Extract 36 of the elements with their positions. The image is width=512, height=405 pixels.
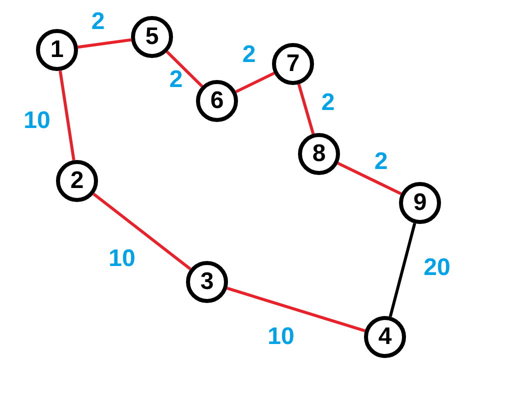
node-number: 9 xyxy=(413,191,427,215)
node-circle xyxy=(56,160,98,202)
edge-weight: 20 xyxy=(424,256,450,280)
edge-line xyxy=(226,286,366,332)
edge-weight: 10 xyxy=(24,109,50,133)
edge-line xyxy=(92,192,192,270)
node-circle xyxy=(131,16,173,58)
edge-weight: 2 xyxy=(374,150,388,174)
node-circle xyxy=(272,43,314,85)
edge-weight: 2 xyxy=(91,10,105,34)
node-number: 8 xyxy=(312,142,326,166)
node-number: 1 xyxy=(50,38,64,62)
node-number: 3 xyxy=(200,270,214,294)
edge-line xyxy=(58,70,76,160)
node-number: 6 xyxy=(210,89,224,113)
node-circle xyxy=(298,133,340,175)
node-circle xyxy=(186,261,228,303)
edge-line xyxy=(337,162,402,196)
edge-weight: 2 xyxy=(169,68,183,92)
edge-line xyxy=(297,84,315,134)
node-number: 7 xyxy=(286,52,300,76)
node-circle xyxy=(36,29,78,71)
node-number: 5 xyxy=(145,25,159,49)
edge-line xyxy=(78,38,132,49)
node-number: 2 xyxy=(70,169,84,193)
node-circle xyxy=(364,316,406,358)
edge-line xyxy=(388,222,416,318)
edge-line xyxy=(235,72,275,94)
node-circle xyxy=(196,80,238,122)
node-circle xyxy=(399,182,441,224)
edge-weight: 2 xyxy=(242,43,256,67)
edge-weight: 10 xyxy=(108,247,136,271)
edge-line xyxy=(166,50,204,88)
edge-weight: 2 xyxy=(321,91,335,115)
edge-weight: 10 xyxy=(268,325,294,349)
node-number: 4 xyxy=(378,325,392,349)
